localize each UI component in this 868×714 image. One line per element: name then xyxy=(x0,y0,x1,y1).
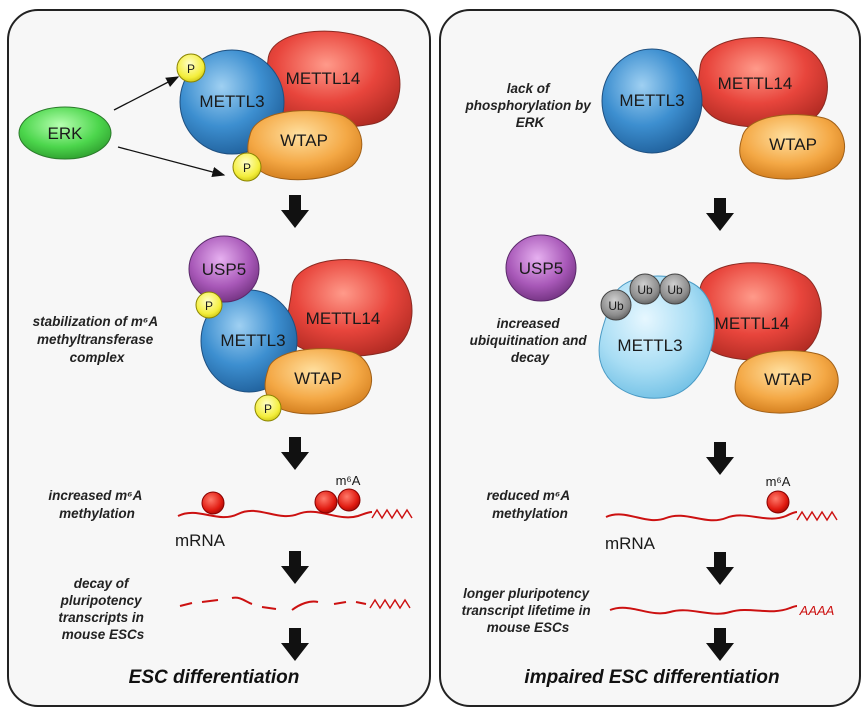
mettl14-label-mid-right: METTL14 xyxy=(715,314,790,333)
lack-line-3: ERK xyxy=(516,115,546,130)
flow-arrow-left-4 xyxy=(281,628,309,661)
longer-line-2: transcript lifetime in xyxy=(462,603,591,618)
m6a-mark-left-2 xyxy=(314,490,338,514)
longer-line-1: longer pluripotency xyxy=(463,586,591,601)
mettl14-label-top-right: METTL14 xyxy=(718,74,793,93)
increased-methylation-note: increased m⁶A methylation xyxy=(48,488,145,521)
reduced-methylation-line-2: methylation xyxy=(492,506,568,521)
degraded-mrna-left xyxy=(179,596,367,611)
flow-arrow-right-4 xyxy=(706,628,734,661)
outcome-right: impaired ESC differentiation xyxy=(524,667,779,688)
mettl3-label-mid-right: METTL3 xyxy=(617,336,682,355)
polya-tail-decay-left xyxy=(369,598,411,610)
phospho-label: P xyxy=(205,299,213,313)
polya-tail-left xyxy=(371,508,413,520)
increased-methylation-line-2: methylation xyxy=(59,506,135,521)
increased-methylation-line-1: increased m⁶A xyxy=(48,488,142,503)
m6a-mark-left-3 xyxy=(337,488,361,512)
erk-label: ERK xyxy=(48,124,84,143)
flow-arrow-left-1 xyxy=(281,195,309,228)
mettl14-mid-left xyxy=(286,259,413,357)
mettl14-mid-right xyxy=(696,262,822,361)
wtap-mid-right xyxy=(734,350,839,414)
mettl3-label-top-right: METTL3 xyxy=(619,91,684,110)
mettl3-top-right xyxy=(601,48,703,154)
stabilization-note: stabilization of m⁶A methyltransferase c… xyxy=(33,314,162,365)
erk-arrow-to-mettl3 xyxy=(113,76,180,111)
flow-arrow-right-1 xyxy=(706,198,734,231)
usp5-mid-left xyxy=(188,235,260,303)
mrna-label-right: mRNA xyxy=(605,534,656,553)
phospho-label: P xyxy=(264,402,272,416)
flow-arrow-left-2 xyxy=(281,437,309,470)
erk-node xyxy=(18,106,112,160)
m6a-mark-left-1 xyxy=(201,491,225,515)
ubiquitination-note: increased ubiquitination and decay xyxy=(470,316,591,365)
mettl3-label-top-left: METTL3 xyxy=(199,92,264,111)
flow-arrow-right-2 xyxy=(706,442,734,475)
decay-line-4: mouse ESCs xyxy=(62,627,145,642)
mrna-strand-right xyxy=(605,511,798,522)
m6a-label-left: m⁶A xyxy=(336,473,361,488)
mettl3-label-mid-left: METTL3 xyxy=(220,331,285,350)
flow-arrow-right-3 xyxy=(706,552,734,585)
usp5-label-mid-left: USP5 xyxy=(202,260,246,279)
mrna-strand-left xyxy=(177,509,373,519)
phospho-wtap-mid-left xyxy=(254,394,282,422)
flow-arrow-left-3 xyxy=(281,551,309,584)
longer-line-3: mouse ESCs xyxy=(487,620,570,635)
phospho-mettl3-mid-left xyxy=(195,291,223,319)
wtap-label-top-left: WTAP xyxy=(280,131,328,150)
decay-line-3: transcripts in xyxy=(58,610,144,625)
usp5-mid-right xyxy=(505,234,577,302)
outcome-left: ESC differentiation xyxy=(129,667,300,688)
lack-of-phosphorylation-note: lack of phosphorylation by ERK xyxy=(464,81,594,130)
stabilization-line-2: methyltransferase xyxy=(37,332,154,347)
polya-label-right: AAAA xyxy=(799,603,835,618)
stabilization-line-1: stabilization of m⁶A xyxy=(33,314,158,329)
ub-label: Ub xyxy=(608,299,624,313)
phospho-mettl3-top-left xyxy=(176,53,206,83)
phospho-label: P xyxy=(243,161,251,175)
reduced-methylation-note: reduced m⁶A methylation xyxy=(487,488,574,521)
m6a-mark-right xyxy=(766,490,790,514)
ubiquitin-1 xyxy=(600,289,632,321)
wtap-label-mid-left: WTAP xyxy=(294,369,342,388)
decay-note: decay of pluripotency transcripts in mou… xyxy=(58,576,147,642)
wtap-label-top-right: WTAP xyxy=(769,135,817,154)
wtap-top-right xyxy=(739,114,845,180)
ub-label: Ub xyxy=(667,283,683,297)
ubiquitination-line-3: decay xyxy=(511,350,551,365)
phospho-wtap-top-left xyxy=(232,152,262,182)
ubiquitination-line-2: ubiquitination and xyxy=(470,333,588,348)
decay-line-1: decay of xyxy=(74,576,130,591)
erk-arrow-to-wtap xyxy=(117,146,226,178)
lack-line-2: phosphorylation by xyxy=(464,98,592,113)
m6a-label-right: m⁶A xyxy=(766,474,791,489)
mettl14-label-mid-left: METTL14 xyxy=(306,309,381,328)
mrna-label-left: mRNA xyxy=(175,531,226,550)
intact-mrna-right xyxy=(609,605,798,615)
usp5-label-mid-right: USP5 xyxy=(519,259,563,278)
phospho-label: P xyxy=(187,62,195,76)
longer-lifetime-note: longer pluripotency transcript lifetime … xyxy=(462,586,595,635)
ubiquitination-line-1: increased xyxy=(497,316,561,331)
wtap-label-mid-right: WTAP xyxy=(764,370,812,389)
ub-label: Ub xyxy=(637,283,653,297)
stabilization-line-3: complex xyxy=(70,350,125,365)
reduced-methylation-line-1: reduced m⁶A xyxy=(487,488,570,503)
mettl14-label-top-left: METTL14 xyxy=(286,69,361,88)
decay-line-2: pluripotency xyxy=(60,593,143,608)
ubiquitin-3 xyxy=(659,273,691,305)
lack-line-1: lack of xyxy=(507,81,551,96)
polya-tail-right xyxy=(796,510,838,522)
